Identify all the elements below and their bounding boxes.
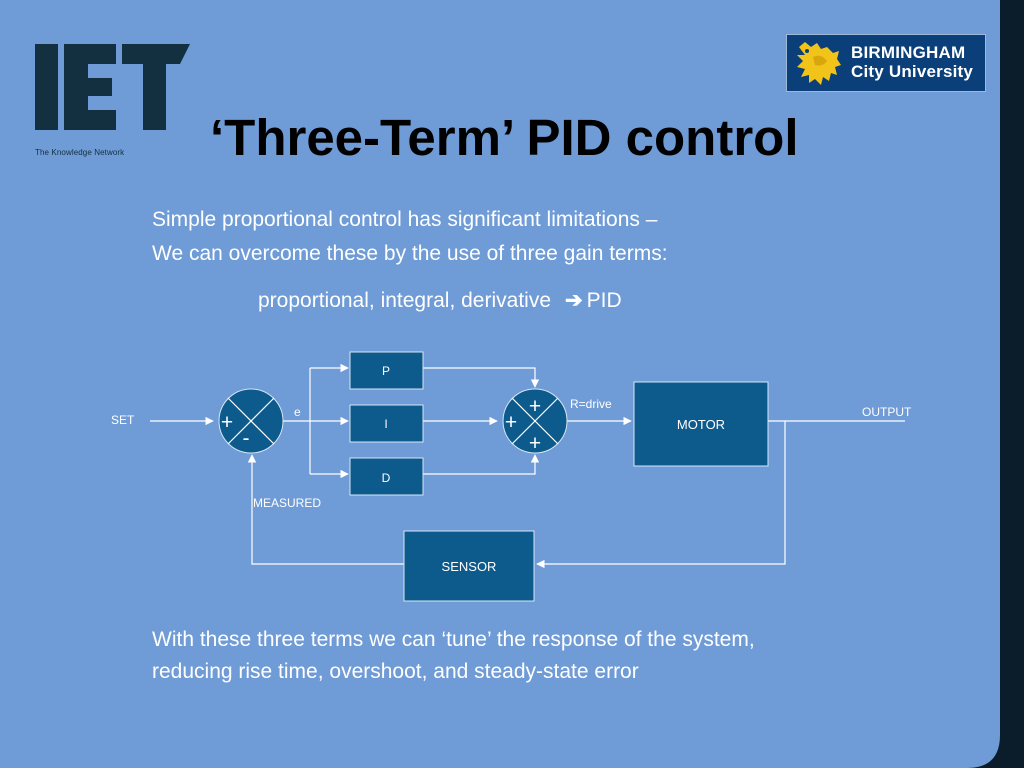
outro-line-2: reducing rise time, overshoot, and stead…: [152, 660, 639, 683]
summing-junction-1: + -: [218, 388, 284, 454]
block-d: D: [349, 457, 424, 496]
output-label: OUTPUT: [862, 405, 912, 419]
summer2-left-plus-sign: +: [505, 411, 517, 434]
outro-text: With these three terms we can ‘tune’ the…: [152, 624, 755, 688]
block-sensor: SENSOR: [403, 530, 535, 602]
outro-line-1: With these three terms we can ‘tune’ the…: [152, 628, 755, 651]
block-p: P: [349, 351, 424, 390]
terms-line: proportional, integral, derivative ➔PID: [258, 284, 622, 318]
block-motor: MOTOR: [633, 381, 769, 467]
p-output-line: [423, 367, 540, 388]
bcu-wordmark: BIRMINGHAM City University: [851, 43, 973, 81]
terms-result: PID: [586, 289, 622, 312]
intro-text: Simple proportional control has signific…: [152, 203, 668, 271]
measured-feedback-line: [247, 454, 404, 565]
summing-junction-2: + + +: [502, 388, 568, 455]
iet-logo: [35, 44, 190, 130]
block-d-label: D: [382, 471, 391, 485]
error-label: e: [294, 405, 301, 419]
block-p-label: P: [382, 364, 390, 378]
block-motor-label: MOTOR: [677, 417, 725, 432]
bcu-line-2: City University: [851, 62, 974, 81]
terms-list: proportional, integral, derivative: [258, 289, 551, 312]
intro-line-2: We can overcome these by the use of thre…: [152, 242, 668, 265]
bcu-logo: BIRMINGHAM City University: [786, 34, 986, 92]
intro-line-1: Simple proportional control has signific…: [152, 208, 658, 231]
summer2-top-plus-sign: +: [529, 395, 541, 418]
slide-title: ‘Three-Term’ PID control: [210, 109, 799, 166]
summer1-plus-sign: +: [221, 411, 233, 434]
feedback-to-sensor-line: [536, 421, 786, 569]
signal-lines: [150, 363, 905, 569]
iet-tagline: The Knowledge Network: [35, 148, 125, 157]
lion-crest-icon: [797, 42, 841, 85]
set-label: SET: [111, 413, 135, 427]
bcu-line-1: BIRMINGHAM: [851, 43, 966, 62]
right-arrow-icon: ➔: [565, 289, 583, 312]
block-sensor-label: SENSOR: [442, 559, 497, 574]
summer1-minus-sign: -: [243, 427, 250, 450]
summer2-bottom-plus-sign: +: [529, 432, 541, 455]
block-i-label: I: [384, 417, 387, 431]
d-output-line: [423, 454, 540, 475]
measured-label: MEASURED: [253, 496, 321, 510]
block-i: I: [349, 404, 424, 443]
drive-label: R=drive: [570, 397, 612, 411]
